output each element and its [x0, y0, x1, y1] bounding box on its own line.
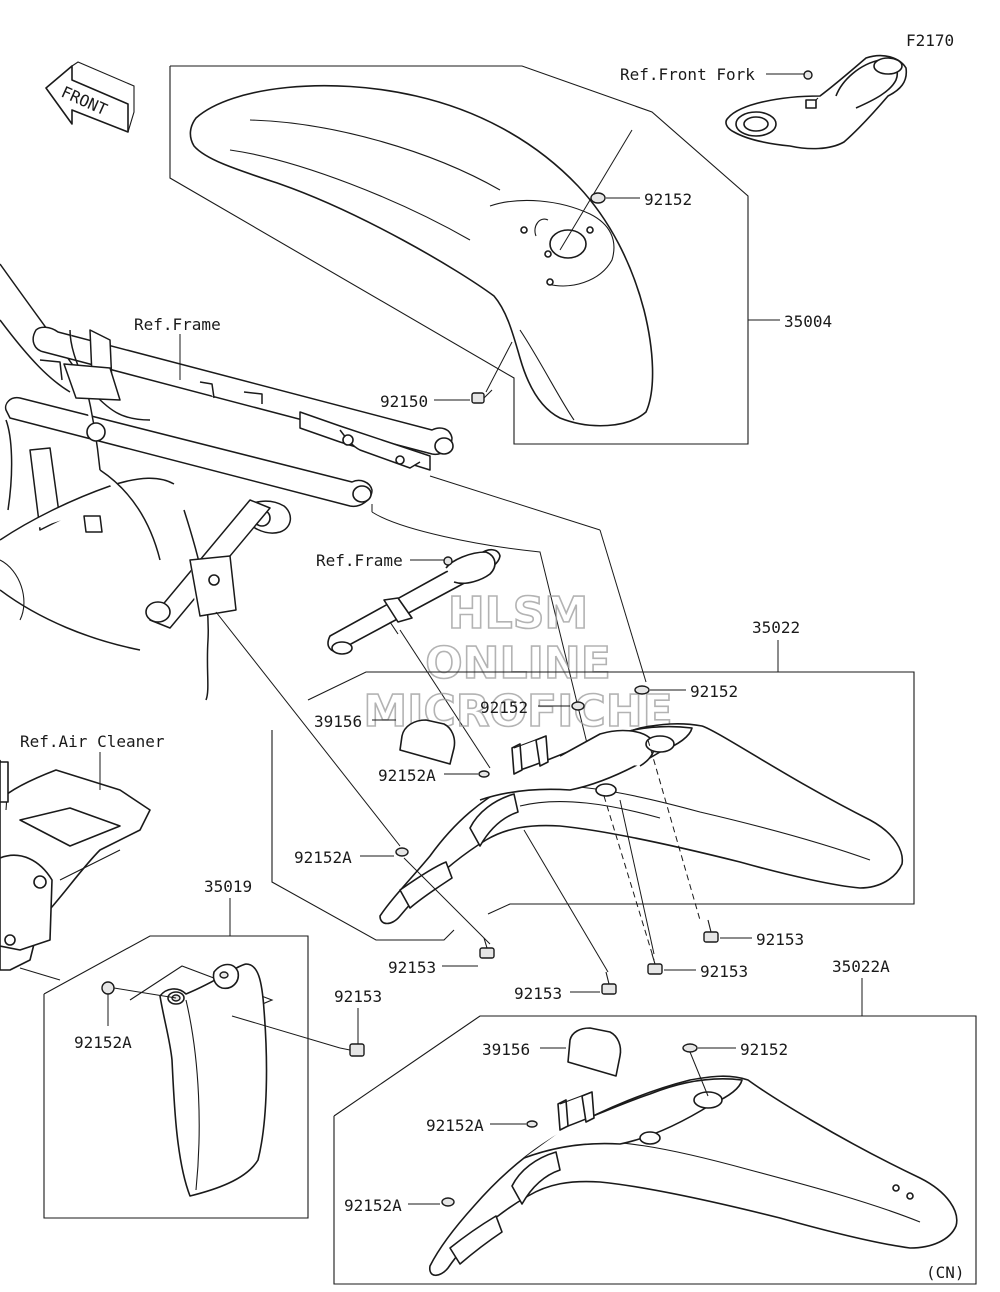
front-fender-group: 92152 35004 92150: [169, 65, 832, 445]
mud-guard-callout-box: [43, 935, 309, 1219]
label-92153-d: 92153: [756, 930, 804, 949]
grommet-92152A-e-icon: [441, 1197, 455, 1207]
label-92153-e: 92153: [334, 987, 382, 1006]
label-35004: 35004: [784, 312, 832, 331]
rear-fender-cn-group: 35022A 39156 92152 92152A 92152A: [333, 957, 977, 1285]
front-fender: [189, 84, 654, 427]
grommet-92152A-d-icon: [526, 1120, 538, 1128]
grommet-92152A-a-icon: [478, 770, 490, 778]
washer-92152-c-icon: [571, 701, 585, 711]
label-92152-d: 92152: [740, 1040, 788, 1059]
mud-guard: [159, 963, 268, 1197]
air-cleaner: [0, 759, 151, 981]
bolt-92153-d-icon: [703, 919, 719, 943]
label-ref-frame-top: Ref.Frame: [134, 315, 221, 334]
front-fork-bracket: [725, 54, 908, 150]
label-35022A: 35022A: [832, 957, 890, 976]
region-note: (CN): [926, 1263, 965, 1282]
watermark-line-2: ONLINE: [425, 638, 611, 689]
sub-frame-bracket: [327, 548, 501, 655]
label-92152A-c: 92152A: [74, 1033, 132, 1052]
label-92153-c: 92153: [700, 962, 748, 981]
front-fender-callout-box: [169, 65, 749, 445]
label-92152-a: 92152: [644, 190, 692, 209]
label-39156-b: 39156: [482, 1040, 530, 1059]
rear-fender-cn-callout-box: [333, 1015, 977, 1285]
label-ref-front-fork: Ref.Front Fork: [620, 65, 755, 84]
label-35019: 35019: [204, 877, 252, 896]
label-92150: 92150: [380, 392, 428, 411]
label-92152-c: 92152: [480, 698, 528, 717]
grommet-92152A-b-icon: [395, 847, 409, 857]
grommet-92152A-c-icon: [101, 981, 115, 995]
watermark-line-1: HLSM: [448, 588, 588, 639]
watermark: HLSM ONLINE MICROFICHE: [363, 587, 674, 738]
label-92153-a: 92153: [388, 958, 436, 977]
label-39156-a: 39156: [314, 712, 362, 731]
label-92153-b: 92153: [514, 984, 562, 1003]
sticker-39156-b: [567, 1027, 622, 1077]
label-ref-air-cleaner: Ref.Air Cleaner: [20, 732, 165, 751]
label-92152A-b: 92152A: [294, 848, 352, 867]
washer-92152-icon: [590, 192, 606, 204]
mud-guard-group: 35019 92152A 92153: [43, 877, 382, 1219]
label-92152A-a: 92152A: [378, 766, 436, 785]
bolt-92153-b-icon: [601, 971, 617, 995]
label-92152A-d: 92152A: [426, 1116, 484, 1135]
label-ref-frame-mid: Ref.Frame: [316, 551, 403, 570]
rear-fender-group: 35022 39156 92152 92152 92152A 92152A: [271, 618, 915, 1003]
bolt-92153-a-icon: [479, 937, 495, 959]
label-35022: 35022: [752, 618, 800, 637]
main-frame: [0, 263, 454, 701]
sticker-39156-a: [399, 719, 456, 765]
bolt-92150-icon: [471, 389, 493, 404]
washer-92152-d-icon: [682, 1043, 698, 1053]
washer-92152-b-icon: [634, 685, 650, 695]
bolt-92153-e-icon: [339, 1043, 365, 1057]
bolt-92153-c-icon: [647, 953, 663, 975]
rear-fender-callout-box: [307, 671, 915, 915]
figure-code: F2170: [906, 31, 954, 50]
label-92152-b: 92152: [690, 682, 738, 701]
label-92152A-e: 92152A: [344, 1196, 402, 1215]
front-arrow-icon: FRONT: [45, 61, 135, 133]
